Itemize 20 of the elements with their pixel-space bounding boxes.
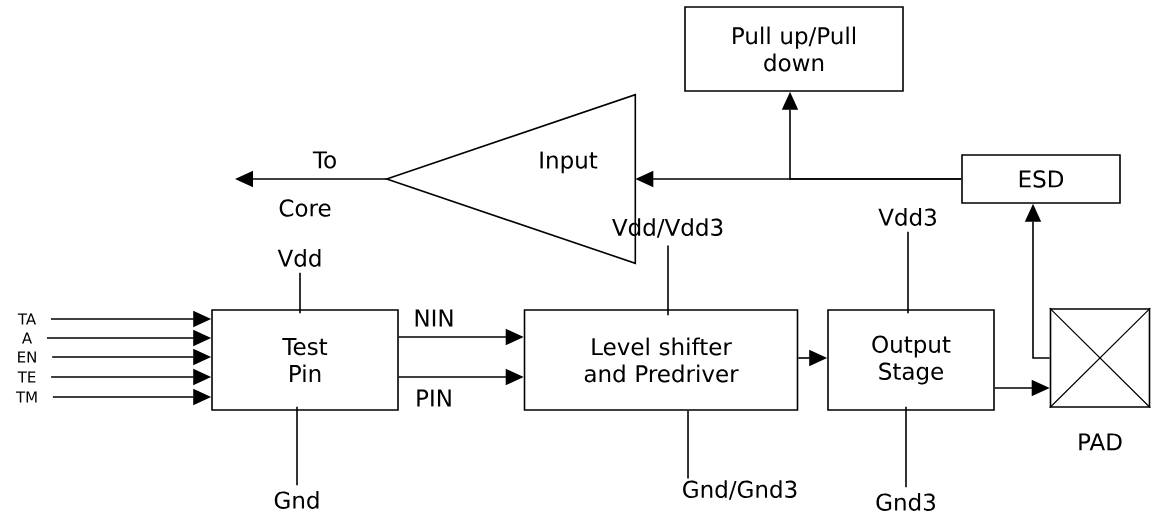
block-box: Output Stage xyxy=(827,309,995,411)
edge-label: NIN xyxy=(412,308,456,328)
block-box: Level shifter and Predriver xyxy=(523,309,799,411)
signal-name: TA xyxy=(17,313,37,325)
block-box: ESD xyxy=(961,154,1121,204)
signal-name: TM xyxy=(15,391,37,403)
block-box: Test Pin xyxy=(211,309,399,411)
supply-label: Gnd3 xyxy=(876,493,935,511)
supply-label: Gnd/Gnd3 xyxy=(683,480,797,500)
block-box: Pull up/Pull down xyxy=(684,6,904,92)
supply-label: Vdd3 xyxy=(878,208,936,226)
signal-name: A xyxy=(22,332,32,344)
signal-name: TE xyxy=(17,371,36,383)
edge-label: PIN xyxy=(414,388,454,408)
supply-label: Vdd xyxy=(277,249,321,267)
signal-name: EN xyxy=(18,351,36,363)
pad-label: PAD xyxy=(1079,433,1122,451)
supply-label: Gnd xyxy=(274,491,319,509)
port-label: To xyxy=(312,151,336,169)
port-label: Core xyxy=(279,199,331,217)
